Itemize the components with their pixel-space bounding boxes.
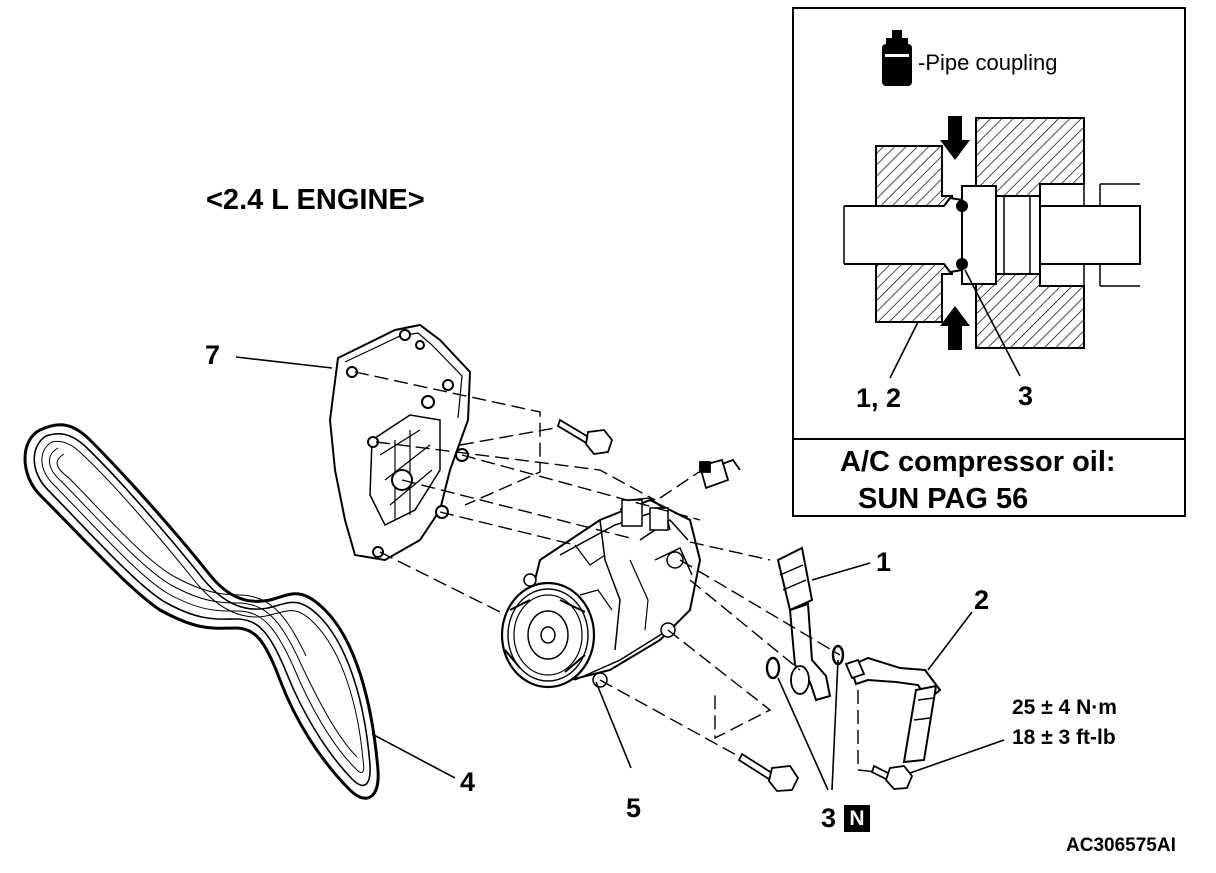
inset-detail-frame	[792, 7, 1186, 517]
pipe-coupling-oil-can-icon	[882, 30, 912, 86]
pipe-bolt	[870, 764, 914, 790]
oil-spec-title: A/C compressor oil:	[840, 446, 1116, 478]
engine-variant-title: <2.4 L ENGINE>	[206, 184, 425, 216]
callout-4: 4	[460, 767, 476, 797]
compressor-bolt	[737, 752, 800, 792]
pipe-coupling-cross-section	[843, 116, 1141, 379]
ac-compressor	[500, 497, 702, 689]
legend-pipe-coupling-text: -Pipe coupling	[918, 50, 1058, 75]
oil-spec-value: SUN PAG 56	[858, 483, 1029, 515]
figure-code: AC306575AI	[1066, 835, 1176, 856]
torque-spec-ftlb: 18 ± 3 ft-lb	[1012, 726, 1116, 749]
non-reusable-part-badge: N	[844, 805, 870, 832]
drive-belt	[23, 423, 380, 800]
callout-5: 5	[626, 793, 642, 823]
inset-label-3: 3	[1018, 381, 1034, 411]
callout-3: 3	[821, 803, 837, 833]
callout-2: 2	[974, 585, 990, 615]
assembly-guide-lines	[354, 371, 879, 773]
bracket-bolt	[556, 418, 614, 455]
inset-divider	[792, 438, 1186, 440]
torque-spec-nm: 25 ± 4 N·m	[1012, 696, 1117, 719]
callout-7: 7	[205, 340, 221, 370]
callout-leaders	[235, 356, 1005, 791]
callout-1: 1	[876, 547, 892, 577]
suction-hose	[776, 546, 832, 702]
inset-label-1-2: 1, 2	[856, 383, 902, 413]
discharge-hose	[844, 656, 942, 764]
compressor-bracket	[328, 323, 472, 562]
electrical-connector	[698, 458, 741, 490]
